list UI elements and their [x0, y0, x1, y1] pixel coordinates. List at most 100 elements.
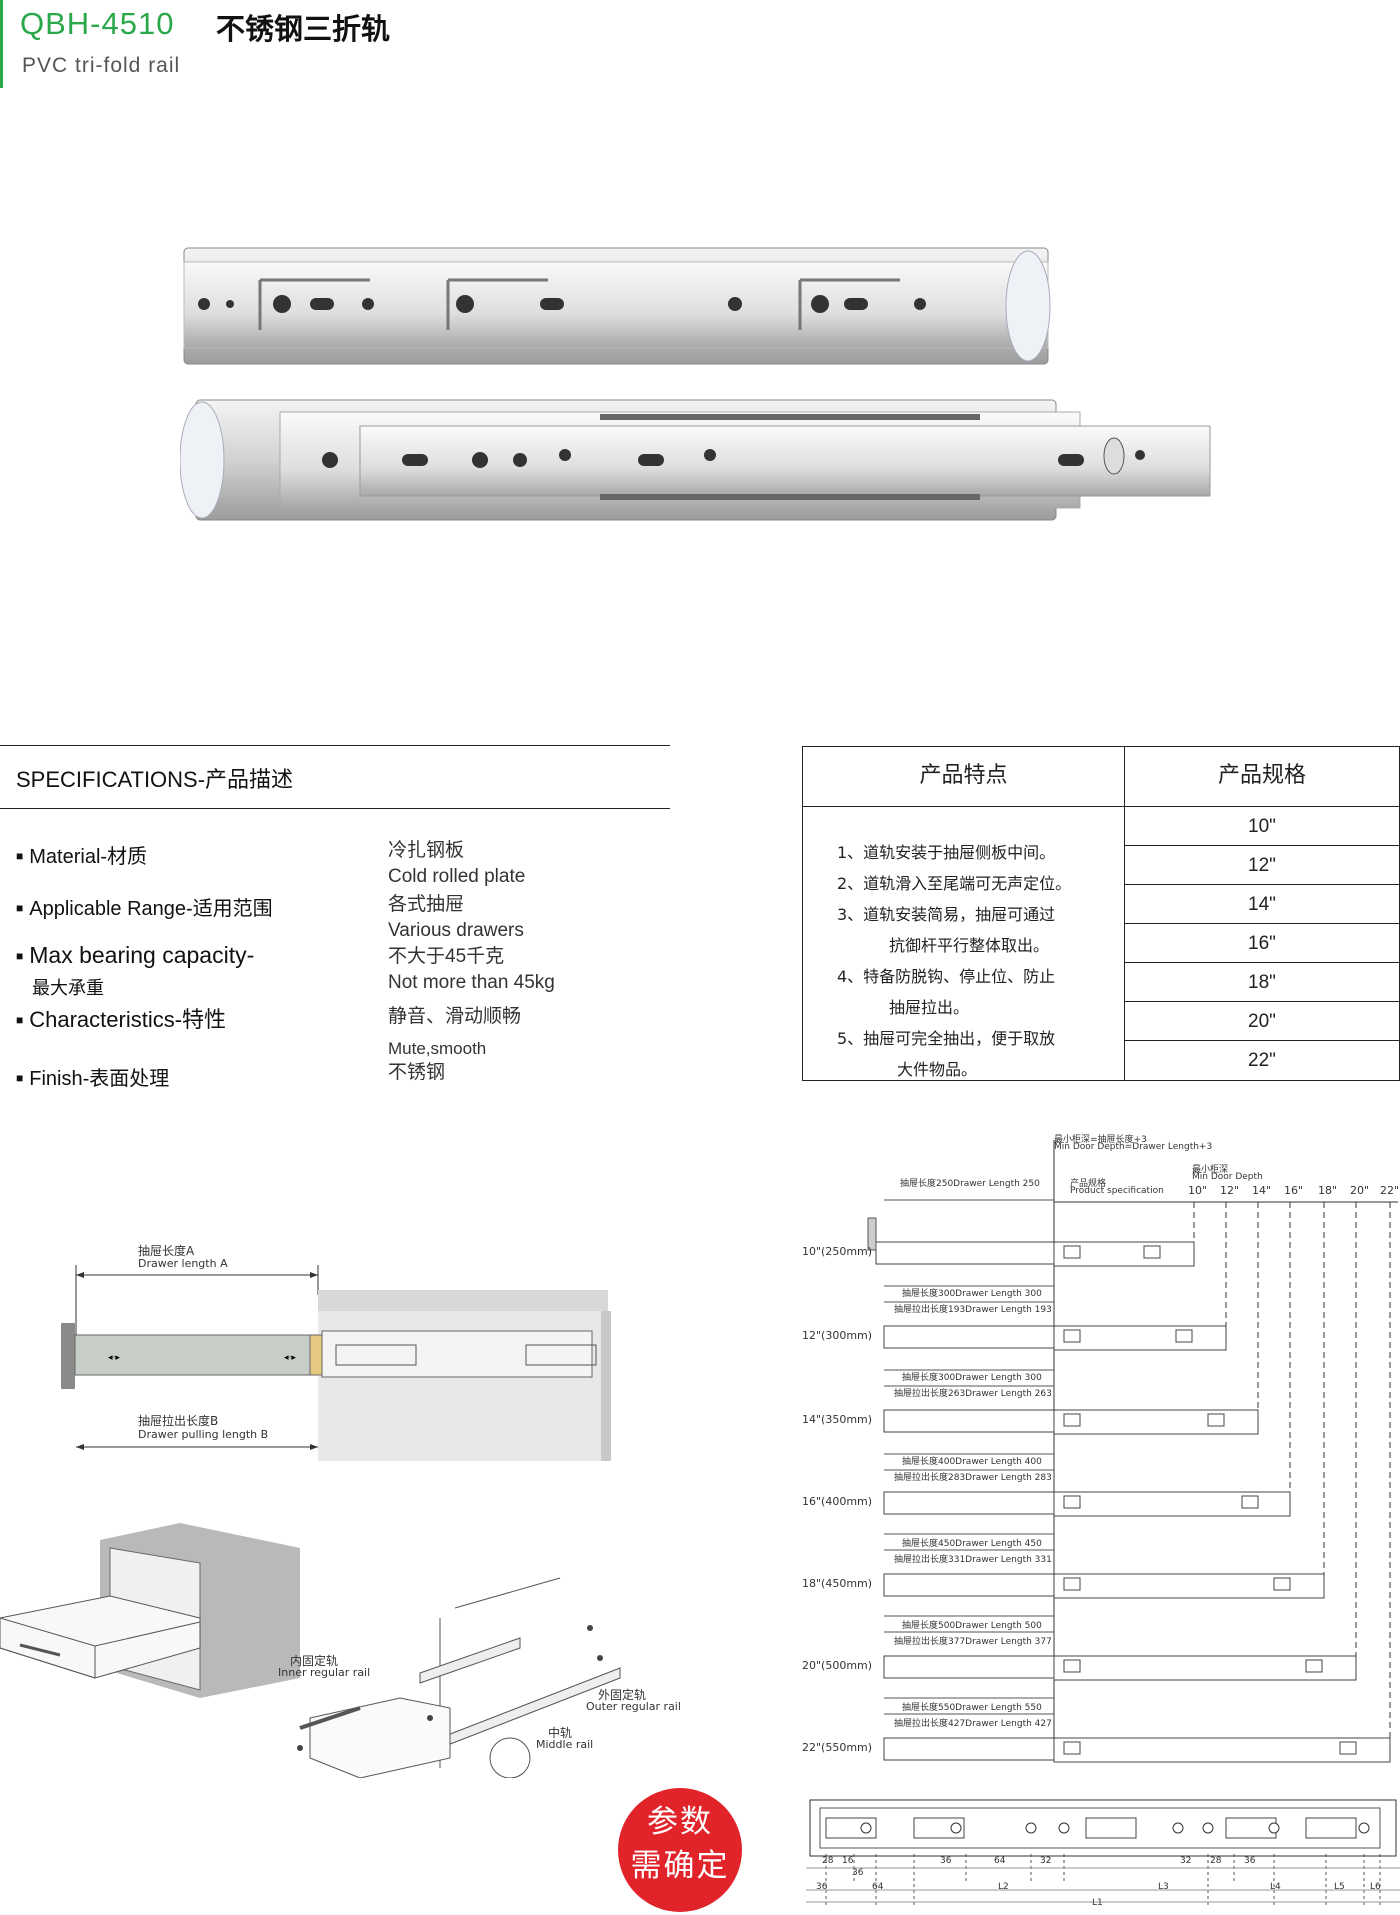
dim-label: 28	[1210, 1856, 1222, 1866]
size-cell: 14"	[1125, 885, 1399, 924]
min-depth-en: Min Door Depth=Drawer Length+3	[1054, 1142, 1213, 1152]
dim-label: 16	[842, 1856, 854, 1866]
dim-label: 36	[940, 1856, 952, 1866]
spec-label-range: ■Applicable Range-适用范围	[16, 898, 273, 920]
dim-label: L2	[998, 1882, 1009, 1892]
spec-label-finish: ■Finish-表面处理	[16, 1068, 170, 1090]
chart-size-22: 22"	[1380, 1184, 1400, 1197]
dim-label: 36	[1244, 1856, 1256, 1866]
chart-size-16: 16"	[1284, 1184, 1304, 1197]
inner-rail-cn: 内固定轨	[290, 1654, 339, 1668]
spec-value-finish: 不锈钢	[388, 1062, 446, 1083]
spec-label-material: ■Material-材质	[16, 846, 148, 868]
header-accent-bar	[0, 0, 3, 88]
feature-line: 1、道轨安装于抽屉侧板中间。	[837, 843, 1056, 862]
model-number: QBH-4510	[20, 6, 175, 41]
spec-label-capacity: ■Max bearing capacity-	[16, 942, 255, 968]
feature-line: 2、道轨滑入至尾端可无声定位。	[837, 874, 1072, 893]
drawer-length-b-en: Drawer pulling length B	[138, 1428, 269, 1441]
chart-size-14: 14"	[1252, 1184, 1272, 1197]
dim-label: L6	[1370, 1882, 1381, 1892]
feature-line: 抽屉拉出。	[889, 998, 970, 1017]
middle-rail-cn: 中轨	[548, 1726, 573, 1740]
dim-label: 36	[816, 1882, 828, 1892]
chart-row-label: 12"(300mm)	[802, 1329, 873, 1342]
spec-value-characteristics-en: Mute,smooth	[388, 1039, 487, 1058]
size-cell: 18"	[1125, 963, 1399, 1002]
dim-label: 32	[1180, 1856, 1192, 1866]
features-sizes-table: 产品特点 产品规格 1、道轨安装于抽屉侧板中间。 2、道轨滑入至尾端可无声定位。…	[802, 746, 1400, 1081]
product-title-cn: 不锈钢三折轨	[216, 12, 391, 46]
min-depth-cn: 最小柜深=抽屉长度+3	[1054, 1135, 1147, 1145]
min-depth2-cn: 最小柜深	[1192, 1165, 1229, 1175]
size-cell: 16"	[1125, 924, 1399, 963]
installation-diagram	[0, 1523, 621, 1778]
parameters-stamp	[618, 1788, 742, 1912]
hole-dimension-drawing	[806, 1799, 1400, 1908]
chart-row-pull: 抽屉拉出长度283Drawer Length 283	[894, 1473, 1052, 1483]
top-drawer-length: 抽屉长度250Drawer Length 250	[900, 1179, 1040, 1189]
chart-row-length: 抽屉长度450Drawer Length 450	[902, 1539, 1042, 1549]
chart-size-10: 10"	[1188, 1184, 1208, 1197]
table-header-features: 产品特点	[803, 747, 1125, 807]
dim-label: 28	[822, 1856, 834, 1866]
chart-size-20: 20"	[1350, 1184, 1370, 1197]
stamp-text: 参数需确定	[630, 1804, 730, 1884]
dim-label-total: L1	[1092, 1898, 1103, 1908]
table-header-sizes: 产品规格	[1125, 747, 1399, 807]
product-spec-en: Product specification	[1070, 1186, 1164, 1196]
spec-label-characteristics: ■Characteristics-特性	[16, 1007, 227, 1032]
chart-row-length: 抽屉长度300Drawer Length 300	[902, 1373, 1042, 1383]
size-cell: 20"	[1125, 1002, 1399, 1041]
feature-line: 4、特备防脱钩、停止位、防止	[837, 967, 1056, 986]
inner-rail-en: Inner regular rail	[278, 1666, 371, 1679]
chart-row-length: 抽屉长度300Drawer Length 300	[902, 1289, 1042, 1299]
chart-row-pull: 抽屉拉出长度331Drawer Length 331	[894, 1555, 1052, 1565]
svg-text:◂·▸: ◂·▸	[284, 1353, 296, 1363]
drawer-length-a-cn: 抽屉长度A	[138, 1244, 195, 1258]
product-spec-cn: 产品规格	[1070, 1179, 1107, 1189]
drawer-length-b-cn: 抽屉拉出长度B	[138, 1414, 219, 1428]
specifications-heading: SPECIFICATIONS-产品描述	[16, 767, 294, 792]
dim-label: 64	[994, 1856, 1006, 1866]
middle-rail-en: Middle rail	[536, 1738, 594, 1751]
min-depth2-en: Min Door Depth	[1192, 1172, 1263, 1182]
dim-label: 36	[852, 1868, 864, 1878]
features-list: 1、道轨安装于抽屉侧板中间。 2、道轨滑入至尾端可无声定位。 3、道轨安装简易，…	[803, 807, 1125, 1080]
chart-row-pull: 抽屉拉出长度263Drawer Length 263	[894, 1389, 1052, 1399]
size-chart-drawing	[867, 1140, 1398, 1763]
feature-line: 3、道轨安装简易，抽屉可通过	[837, 905, 1056, 924]
feature-line: 大件物品。	[897, 1060, 978, 1079]
outer-rail-cn: 外固定轨	[598, 1688, 647, 1702]
chart-row-label: 16"(400mm)	[802, 1495, 873, 1508]
spec-value-characteristics-cn: 静音、滑动顺畅	[388, 1006, 522, 1027]
chart-row-label: 22"(550mm)	[802, 1741, 873, 1754]
dim-label: 32	[1040, 1856, 1052, 1866]
chart-row-label: 18"(450mm)	[802, 1577, 873, 1590]
chart-row-label: 14"(350mm)	[802, 1413, 873, 1426]
size-cell: 12"	[1125, 846, 1399, 885]
drawer-length-diagram: ◂·▸ ◂·▸	[61, 1265, 611, 1461]
drawer-length-a-en: Drawer length A	[138, 1257, 228, 1270]
dim-label: L5	[1334, 1882, 1345, 1892]
product-title-en: PVC tri-fold rail	[22, 54, 181, 77]
size-cell: 22"	[1248, 1050, 1276, 1071]
chart-row-length: 抽屉长度500Drawer Length 500	[902, 1621, 1042, 1631]
chart-size-12: 12"	[1220, 1184, 1240, 1197]
spec-label-capacity-cn: 最大承重	[32, 978, 104, 998]
svg-text:◂·▸: ◂·▸	[108, 1353, 120, 1363]
feature-line: 5、抽屉可完全抽出，便于取放	[837, 1029, 1056, 1048]
chart-row-length: 抽屉长度550Drawer Length 550	[902, 1703, 1042, 1713]
dim-label: L3	[1158, 1882, 1169, 1892]
chart-row-pull: 抽屉拉出长度193Drawer Length 193	[894, 1305, 1052, 1315]
chart-row-length: 抽屉长度400Drawer Length 400	[902, 1457, 1042, 1467]
dim-label: 64	[872, 1882, 884, 1892]
rail-product-photo	[180, 247, 1211, 521]
chart-size-18: 18"	[1318, 1184, 1338, 1197]
chart-row-pull: 抽屉拉出长度427Drawer Length 427	[894, 1719, 1052, 1729]
chart-row-label: 10"(250mm)	[802, 1245, 873, 1258]
dim-label: L4	[1270, 1882, 1281, 1892]
